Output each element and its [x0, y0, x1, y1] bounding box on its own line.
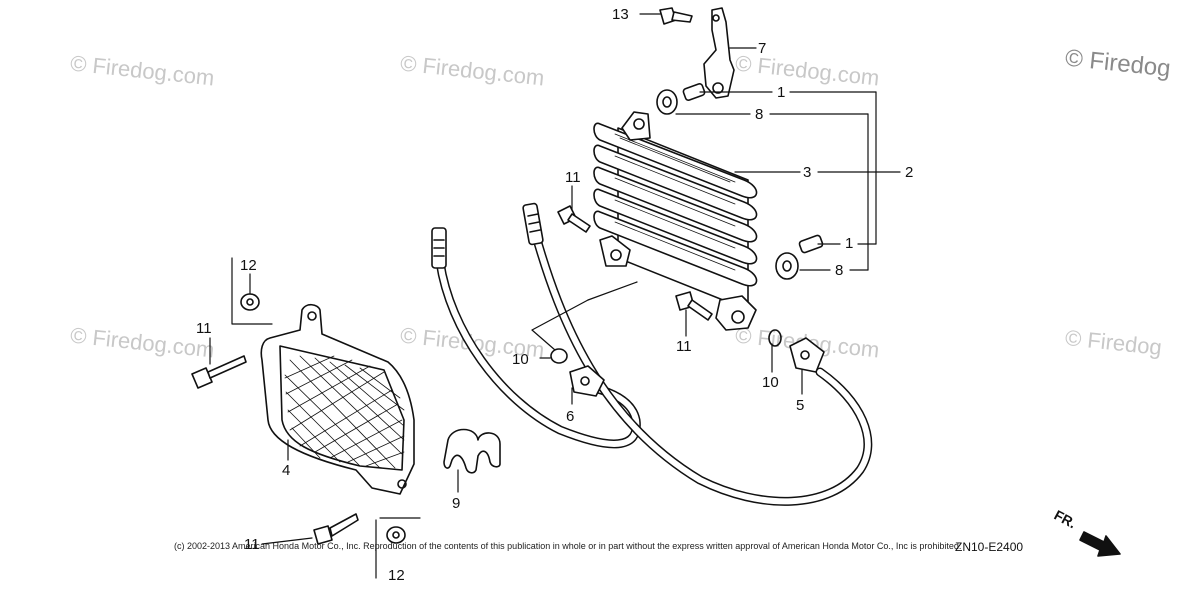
bracket	[703, 7, 735, 99]
callout-11-left: 11	[196, 320, 212, 337]
callout-13: 13	[612, 6, 629, 23]
oil-hose-left	[431, 227, 641, 449]
callout-10-right: 10	[762, 374, 779, 391]
copyright-notice: (c) 2002-2013 American Honda Motor Co., …	[174, 541, 962, 551]
bolt-11-left	[191, 355, 247, 389]
bolt-11-upper	[557, 205, 591, 233]
bolt-11-middle	[675, 291, 713, 321]
callout-7: 7	[758, 40, 767, 57]
o-ring-10-right	[768, 329, 782, 347]
bolt-13	[659, 7, 693, 25]
grommet-lower	[775, 234, 824, 280]
washer-12-lower-hole	[392, 531, 400, 539]
oil-hose-right	[522, 202, 873, 506]
callout-10-left: 10	[512, 351, 529, 368]
washer-12-upper	[240, 293, 260, 311]
bolt-11-bottom	[313, 513, 359, 545]
washer-12-lower	[386, 526, 406, 544]
leader-lines	[209, 13, 901, 579]
hose-fitting-6	[569, 365, 605, 397]
callout-12-lower: 12	[388, 567, 405, 584]
oil-cooler	[593, 111, 758, 331]
cooler-guard	[260, 303, 415, 495]
callout-1-upper: 1	[777, 84, 786, 101]
hose-fitting-5	[789, 337, 825, 373]
callout-9: 9	[452, 495, 461, 512]
callout-6: 6	[566, 408, 575, 425]
front-arrow	[1079, 531, 1121, 557]
callout-8-upper: 8	[755, 106, 764, 123]
callout-11-middle: 11	[676, 338, 692, 355]
callout-1-lower: 1	[845, 235, 854, 252]
diagram-code: ZN10-E2400	[955, 540, 1024, 554]
callout-3: 3	[803, 164, 812, 181]
callout-8-lower: 8	[835, 262, 844, 279]
callout-4: 4	[282, 462, 291, 479]
callout-11-bottom: 11	[244, 536, 260, 553]
callout-11-upper: 11	[565, 169, 581, 186]
washer-12-upper-hole	[246, 298, 254, 306]
grommet-upper	[656, 82, 706, 115]
hose-clamp	[443, 428, 501, 474]
callout-5: 5	[796, 397, 805, 414]
o-ring-10-left	[550, 348, 568, 364]
callout-2: 2	[905, 164, 914, 181]
callout-12-upper: 12	[240, 257, 257, 274]
